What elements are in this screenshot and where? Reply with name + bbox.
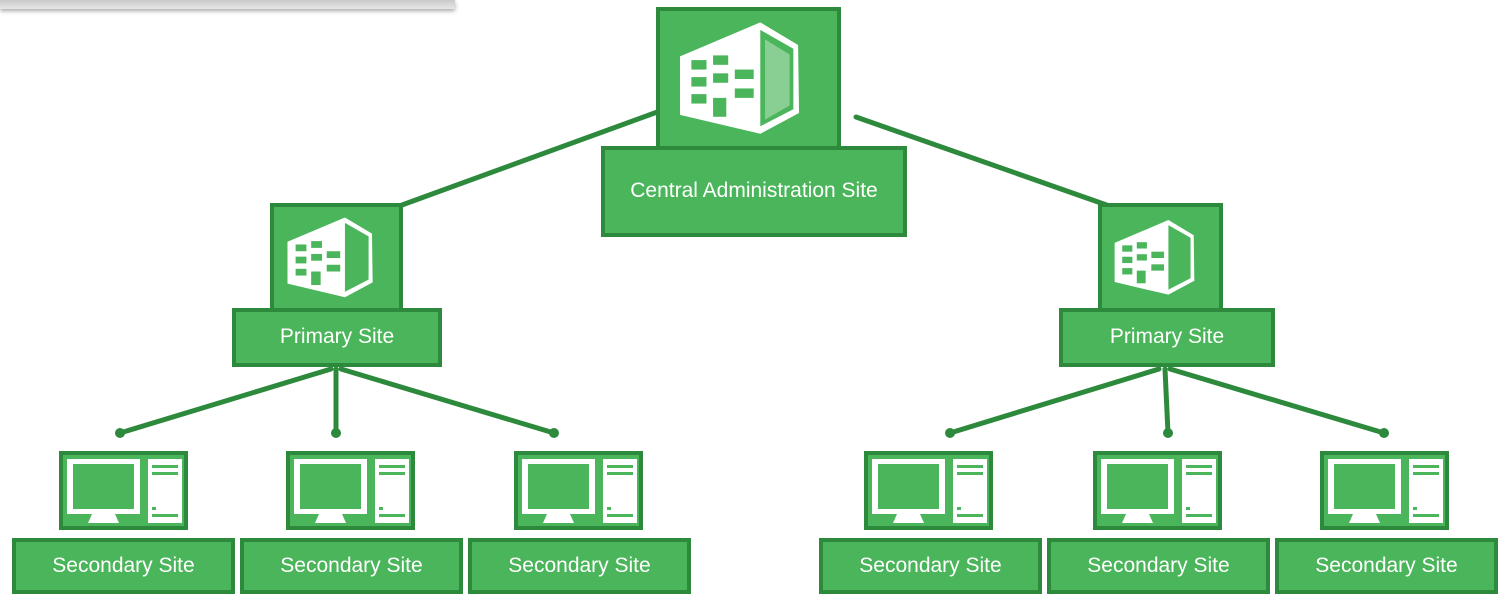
desktop-computer-icon: [864, 451, 993, 530]
connector-primary-right-to-secondary-5: [1162, 366, 1171, 436]
connector-primary-right-to-secondary-4: [947, 366, 1162, 436]
connector-dot: [115, 428, 125, 438]
desktop-computer-icon: [514, 451, 643, 530]
primary-site-right-icon-box: [1098, 203, 1223, 313]
secondary-site-6-computer: [1320, 451, 1449, 530]
connector-dot: [1379, 428, 1389, 438]
secondary-site-4-computer: [864, 451, 993, 530]
secondary-site-6-label-box: Secondary Site: [1275, 538, 1498, 594]
connector-dot: [1163, 428, 1173, 438]
secondary-site-6-label: Secondary Site: [1315, 553, 1458, 577]
desktop-computer-icon: [286, 451, 415, 530]
connector-primary-right-to-secondary-6: [1167, 366, 1387, 436]
office-building-icon: [1114, 220, 1195, 295]
secondary-site-5-label-box: Secondary Site: [1047, 538, 1270, 594]
office-building-icon: [680, 22, 800, 134]
primary-site-left-label-box: Primary Site: [232, 308, 442, 367]
connector-primary-left-to-secondary-3: [338, 366, 557, 436]
connector-dot: [945, 428, 955, 438]
primary-site-left-icon-box: [270, 203, 403, 313]
secondary-site-5-label: Secondary Site: [1087, 553, 1230, 577]
desktop-computer-icon: [1320, 451, 1449, 530]
secondary-site-3-label: Secondary Site: [508, 553, 651, 577]
connector-dot: [331, 428, 341, 438]
desktop-computer-icon: [1093, 451, 1222, 530]
secondary-site-4-label-box: Secondary Site: [819, 538, 1042, 594]
secondary-site-2-computer: [286, 451, 415, 530]
secondary-site-1-computer: [59, 451, 188, 530]
primary-site-right-label: Primary Site: [1109, 325, 1225, 349]
desktop-computer-icon: [59, 451, 188, 530]
secondary-site-3-computer: [514, 451, 643, 530]
window-edge-shadow: [0, 0, 455, 9]
secondary-site-1-label: Secondary Site: [52, 553, 195, 577]
connector-primary-left-to-secondary-1: [117, 366, 334, 436]
connector-central-to-primary-left: [388, 108, 663, 212]
secondary-site-2-label-box: Secondary Site: [240, 538, 463, 594]
central-site-label: Central Administration Site: [630, 179, 878, 203]
secondary-site-2-label: Secondary Site: [280, 553, 423, 577]
connector-dot: [549, 428, 559, 438]
central-site-icon-box: [656, 7, 841, 151]
primary-site-right-label-box: Primary Site: [1059, 308, 1275, 367]
secondary-site-4-label: Secondary Site: [859, 553, 1002, 577]
secondary-site-5-computer: [1093, 451, 1222, 530]
secondary-site-3-label-box: Secondary Site: [468, 538, 691, 594]
primary-site-left-label: Primary Site: [279, 325, 395, 349]
secondary-site-1-label-box: Secondary Site: [12, 538, 235, 594]
central-site-label-box: Central Administration Site: [601, 146, 907, 237]
connector-central-to-primary-right: [853, 114, 1121, 212]
office-building-icon: [287, 217, 373, 298]
